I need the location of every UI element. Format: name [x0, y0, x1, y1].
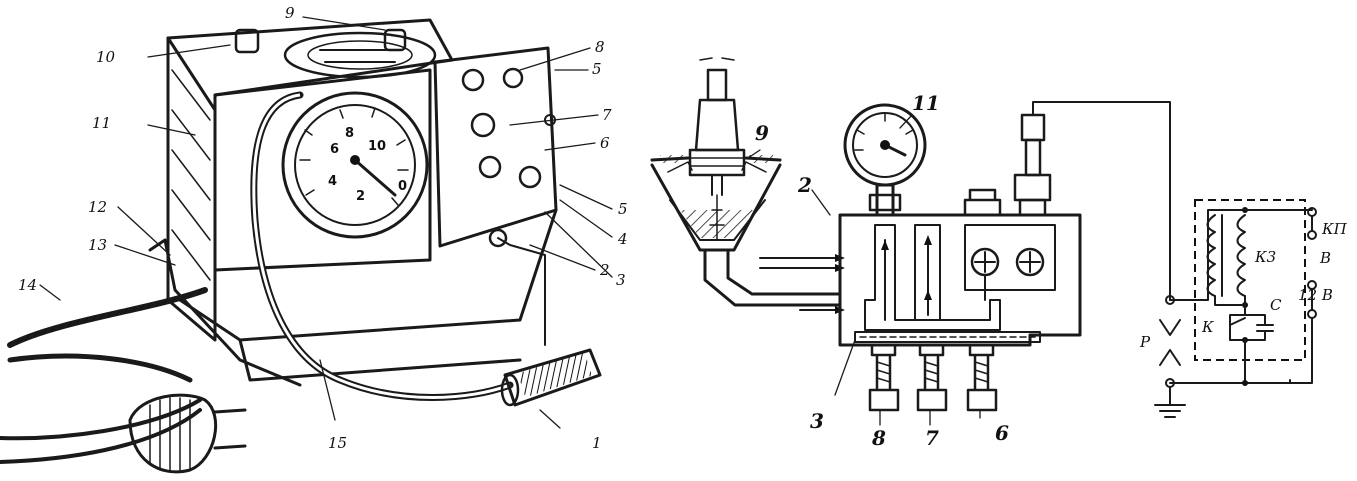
schematic-label-9: 9 — [755, 121, 769, 145]
schematic — [650, 57, 1317, 418]
label-9: 9 — [285, 4, 295, 22]
schematic-label-6: 6 — [995, 421, 1009, 445]
electrical-circuit — [1154, 199, 1317, 418]
circuit-label-kp: КП — [1321, 220, 1348, 238]
gauge-scale-2: 2 — [356, 189, 365, 204]
schematic-label-2: 2 — [797, 173, 812, 197]
circuit-label-v: В — [1319, 249, 1331, 267]
schematic-label-3: 3 — [810, 409, 824, 433]
label-2: 2 — [599, 261, 610, 279]
valves — [868, 343, 998, 412]
right-callouts: 9 2 11 3 8 7 6 — [755, 91, 1009, 450]
label-13: 13 — [88, 236, 107, 254]
label-11: 11 — [92, 114, 111, 132]
circuit-label-c: С — [1270, 296, 1282, 314]
gauge-scale-10: 10 — [368, 139, 386, 154]
label-8: 8 — [595, 38, 605, 56]
circuit-label-k3: К3 — [1254, 248, 1276, 266]
label-5-upper: 5 — [592, 60, 602, 78]
circuit-labels: КП В 12 В К3 К С Р — [1139, 220, 1348, 351]
pressure-gauge — [843, 103, 927, 217]
gauge-scale-8: 8 — [345, 126, 354, 141]
left-callouts: 1 2 3 4 5 5 6 7 8 9 10 11 12 13 14 15 — [18, 4, 628, 452]
label-4: 4 — [617, 230, 628, 248]
circuit-label-k: К — [1201, 318, 1214, 336]
label-7: 7 — [602, 106, 612, 124]
gauge-scale-4: 4 — [328, 174, 337, 189]
right-leaders — [747, 114, 981, 426]
label-15: 15 — [328, 434, 347, 452]
gauge-scale-0: 0 — [398, 179, 407, 194]
label-5-lower: 5 — [618, 200, 628, 218]
schematic-label-8: 8 — [871, 426, 886, 450]
label-10: 10 — [96, 48, 116, 66]
circuit-label-p: Р — [1139, 333, 1151, 351]
gauge: 0 2 4 6 8 10 — [281, 91, 429, 239]
gauge-scale-6: 6 — [330, 142, 339, 157]
left-leaders — [39, 16, 613, 429]
schematic-label-11: 11 — [912, 91, 940, 115]
label-6: 6 — [600, 134, 610, 152]
label-1: 1 — [592, 434, 602, 452]
schematic-label-7: 7 — [925, 426, 939, 450]
tester-device-drawing: 0 2 4 6 8 10 — [0, 18, 602, 474]
label-14: 14 — [18, 276, 37, 294]
label-3: 3 — [616, 271, 626, 289]
circuit-label-12v: 12 В — [1298, 286, 1333, 304]
label-12: 12 — [88, 198, 107, 216]
